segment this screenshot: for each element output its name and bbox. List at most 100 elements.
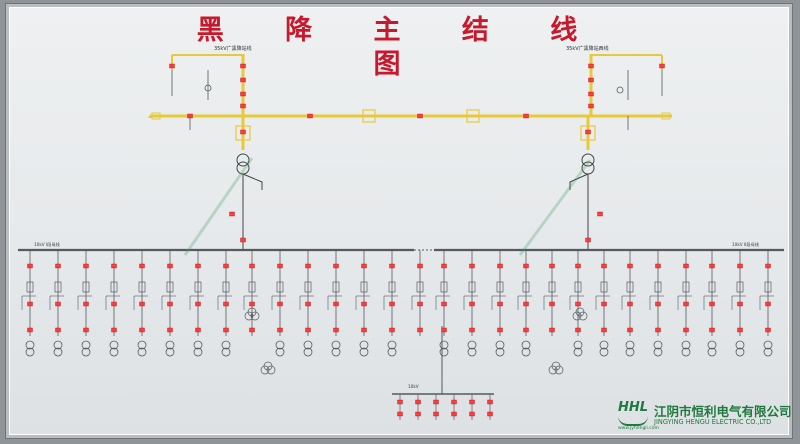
indicator-lamp — [441, 263, 447, 269]
breaker-symbol — [194, 281, 202, 293]
pt-icon — [260, 365, 270, 375]
indicator-lamp — [187, 113, 193, 119]
indicator-lamp — [240, 129, 246, 135]
indicator-lamp — [27, 327, 33, 333]
indicator-lamp — [83, 301, 89, 307]
load-transformer-icon — [467, 340, 477, 350]
indicator-lamp — [709, 301, 715, 307]
indicator-lamp — [195, 327, 201, 333]
indicator-lamp — [139, 263, 145, 269]
indicator-lamp — [361, 327, 367, 333]
load-transformer-icon — [25, 347, 35, 357]
pt-icon — [572, 311, 582, 321]
indicator-lamp — [655, 263, 661, 269]
indicator-lamp — [333, 327, 339, 333]
pt-icon — [244, 311, 254, 321]
indicator-lamp — [451, 411, 457, 417]
bus-sub-label: 10kV — [408, 384, 419, 389]
indicator-lamp — [240, 77, 246, 83]
indicator-lamp — [523, 263, 529, 269]
load-transformer-icon — [53, 340, 63, 350]
incoming-left-label: 35kV广黑降站线 — [214, 45, 252, 52]
load-transformer-icon — [467, 347, 477, 357]
breaker-symbol — [222, 281, 230, 293]
breaker-symbol — [138, 281, 146, 293]
indicator-lamp — [361, 263, 367, 269]
indicator-lamp — [240, 103, 246, 109]
indicator-lamp — [417, 301, 423, 307]
pt-icon — [250, 311, 260, 321]
indicator-lamp — [588, 103, 594, 109]
indicator-lamp — [111, 263, 117, 269]
indicator-lamp — [223, 263, 229, 269]
load-transformer-icon — [521, 340, 531, 350]
indicator-lamp — [737, 263, 743, 269]
breaker-symbol — [416, 281, 424, 293]
load-transformer-icon — [495, 340, 505, 350]
indicator-lamp — [601, 301, 607, 307]
load-transformer-icon — [331, 340, 341, 350]
breaker-symbol — [654, 281, 662, 293]
indicator-lamp — [417, 113, 423, 119]
indicator-lamp — [55, 301, 61, 307]
indicator-lamp — [249, 263, 255, 269]
indicator-lamp — [575, 301, 581, 307]
load-transformer-icon — [735, 340, 745, 350]
indicator-lamp — [709, 263, 715, 269]
load-transformer-icon — [735, 347, 745, 357]
incoming-right-label: 35kV广黑降站西线 — [566, 45, 609, 52]
indicator-lamp — [469, 263, 475, 269]
indicator-lamp — [195, 301, 201, 307]
indicator-lamp — [389, 327, 395, 333]
indicator-lamp — [523, 327, 529, 333]
load-transformer-icon — [359, 340, 369, 350]
breaker-symbol — [54, 281, 62, 293]
load-transformer-icon — [109, 347, 119, 357]
indicator-lamp — [601, 327, 607, 333]
breaker-symbol — [110, 281, 118, 293]
indicator-lamp — [469, 327, 475, 333]
indicator-lamp — [588, 77, 594, 83]
load-transformer-icon — [137, 347, 147, 357]
load-transformer-icon — [573, 340, 583, 350]
indicator-lamp — [305, 327, 311, 333]
breaker-symbol — [388, 281, 396, 293]
load-transformer-icon — [573, 347, 583, 357]
indicator-lamp — [765, 301, 771, 307]
indicator-lamp — [469, 399, 475, 405]
load-transformer-icon — [681, 340, 691, 350]
breaker-symbol — [708, 281, 716, 293]
load-transformer-icon — [707, 340, 717, 350]
indicator-lamp — [601, 263, 607, 269]
indicator-lamp — [497, 263, 503, 269]
indicator-lamp — [167, 263, 173, 269]
indicator-lamp — [249, 327, 255, 333]
indicator-lamp — [627, 301, 633, 307]
diagram-title: 黑 降 主 结 线 图 — [196, 15, 604, 80]
indicator-lamp — [549, 327, 555, 333]
indicator-lamp — [765, 327, 771, 333]
indicator-lamp — [441, 327, 447, 333]
breaker-symbol — [764, 281, 772, 293]
indicator-lamp — [415, 399, 421, 405]
indicator-lamp — [549, 263, 555, 269]
load-transformer-icon — [359, 347, 369, 357]
load-transformer-icon — [81, 340, 91, 350]
transformer-2-icon — [581, 153, 595, 167]
indicator-lamps — [27, 63, 771, 417]
load-transformer-icon — [53, 347, 63, 357]
load-transformer-icon — [599, 340, 609, 350]
indicator-lamp — [240, 237, 246, 243]
indicator-lamp — [659, 63, 665, 69]
indicator-lamp — [389, 301, 395, 307]
indicator-lamp — [737, 301, 743, 307]
indicator-lamp — [240, 91, 246, 97]
breaker-symbol — [574, 281, 582, 293]
indicator-lamp — [737, 327, 743, 333]
indicator-lamp — [169, 63, 175, 69]
indicator-lamp — [487, 399, 493, 405]
indicator-lamp — [683, 327, 689, 333]
load-transformer-icon — [81, 347, 91, 357]
indicator-lamp — [417, 263, 423, 269]
